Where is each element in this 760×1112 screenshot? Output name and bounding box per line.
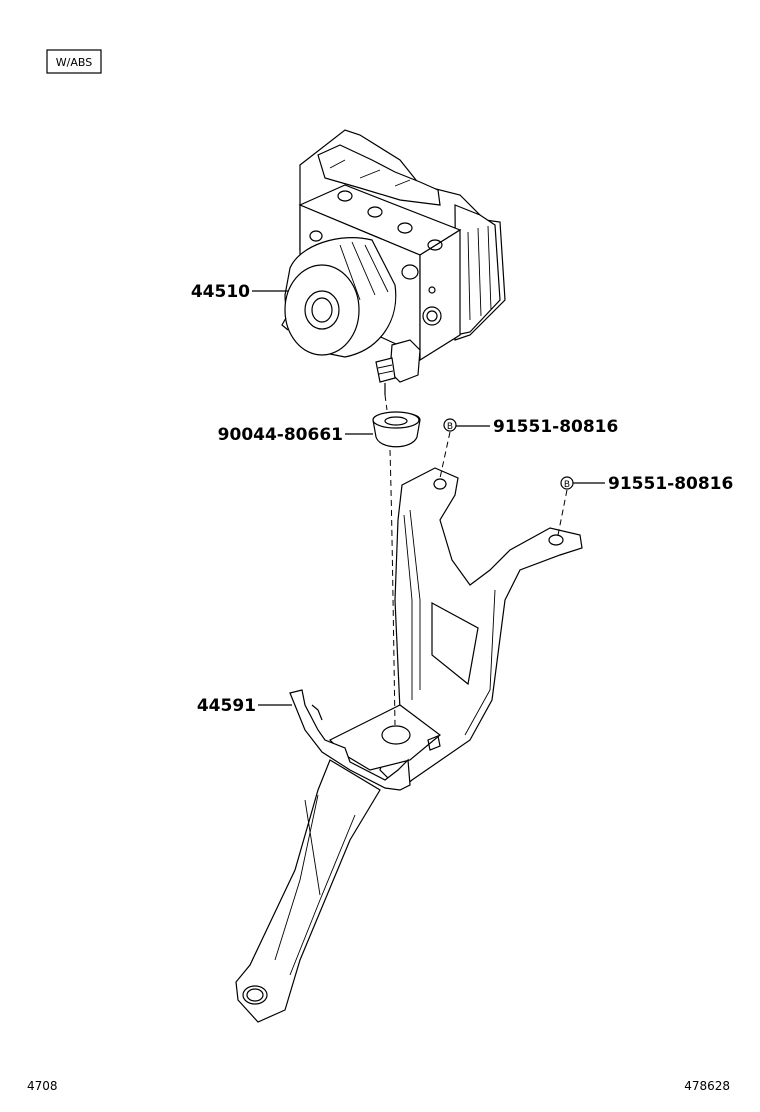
leader-lines [252, 290, 605, 706]
abs-actuator-drawing [281, 129, 506, 395]
bolt-marker-2-text: B [564, 480, 570, 490]
alignment-lines [384, 394, 568, 726]
part-label-44591: 44591 [197, 696, 256, 716]
footer-left-code: 4708 [27, 1079, 58, 1093]
part-label-91551-80816-a: 91551-80816 [493, 417, 618, 437]
bracket-drawing [235, 467, 583, 1023]
part-label-44510: 44510 [191, 282, 250, 302]
bolt-marker-1: B [443, 418, 457, 432]
bolt-marker-1-text: B [447, 422, 453, 432]
part-label-91551-80816-b: 91551-80816 [608, 474, 733, 494]
bolt-marker-2: B [560, 476, 574, 490]
part-label-90044-80661: 90044-80661 [218, 425, 343, 445]
variant-tag: W/ABS [46, 49, 102, 74]
grommet-drawing [372, 411, 421, 448]
variant-tag-text: W/ABS [56, 56, 92, 69]
footer-right-code: 478628 [684, 1079, 730, 1093]
